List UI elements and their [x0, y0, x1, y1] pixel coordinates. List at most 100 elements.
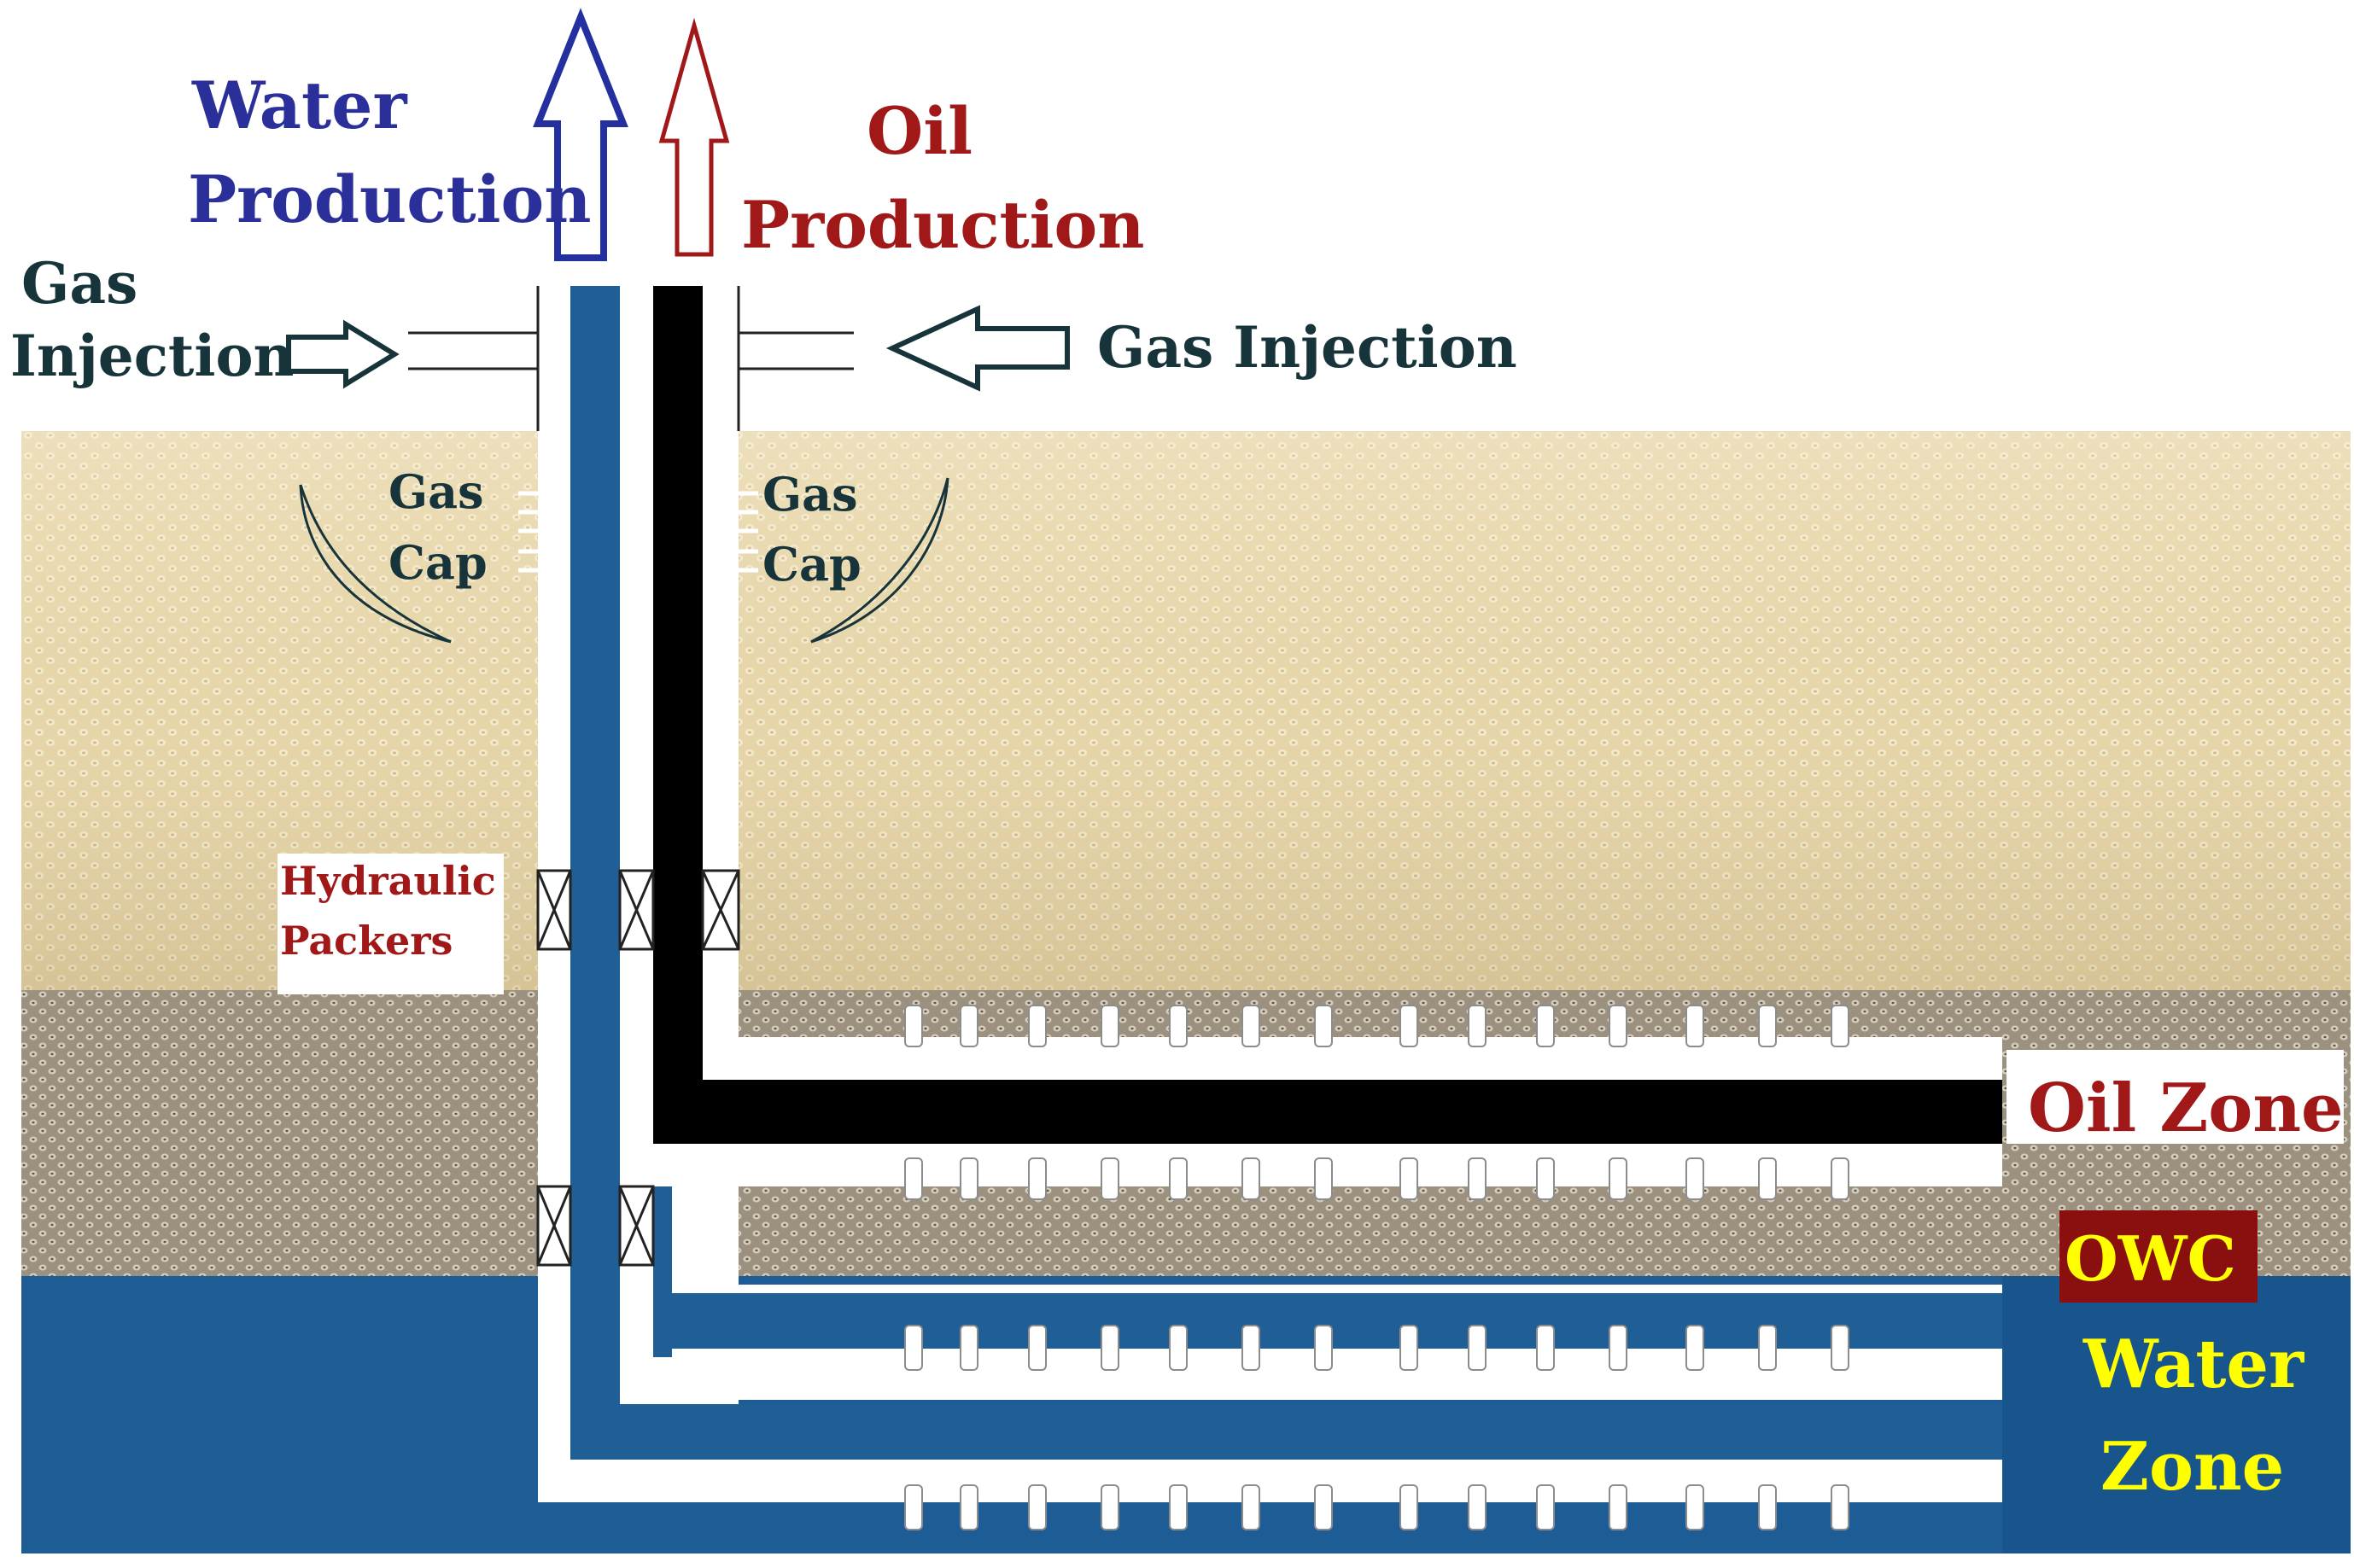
- gas-cap-right-label-line2: Cap: [762, 537, 862, 592]
- water-production-arrow: [533, 8, 628, 261]
- diagram-labels: Water Production Oil Production Gas Inje…: [10, 67, 2344, 1506]
- perforation-slot: [1685, 1484, 1704, 1530]
- perforation-slot: [1831, 1005, 1849, 1047]
- perforation-slot: [1609, 1484, 1627, 1530]
- water-pipe-vertical: [570, 286, 620, 1460]
- gas-injection-arrow-right: [885, 305, 1070, 392]
- gas-injection-left-label-line2: Injection: [10, 323, 294, 389]
- water-zone-right-band: [2002, 1276, 2351, 1553]
- lateral-perforations: [904, 1005, 1849, 1530]
- gas-injection-left-label-line1: Gas: [21, 250, 137, 317]
- packer: [536, 869, 572, 951]
- perforation-slot: [1685, 1325, 1704, 1371]
- perforation-slot: [1101, 1157, 1119, 1200]
- gas-injection-tubes: [408, 286, 854, 431]
- oil-production-label-line1: Oil: [867, 93, 973, 169]
- perforation-slot: [904, 1325, 923, 1371]
- perforation-slot: [904, 1484, 923, 1530]
- water-zone-label-line2: Zone: [2100, 1428, 2284, 1506]
- perforation-slot: [1609, 1157, 1627, 1200]
- oil-lateral: [653, 1080, 2002, 1144]
- perforation-slot: [1241, 1484, 1260, 1530]
- water-lateral-2: [570, 1404, 2002, 1460]
- water-production-label-line2: Production: [188, 161, 591, 237]
- perforation-slot: [1685, 1157, 1704, 1200]
- packer: [701, 869, 740, 951]
- oil-production-arrow: [658, 17, 730, 257]
- perforation-slot: [1028, 1157, 1047, 1200]
- owc-label: OWC: [2065, 1222, 2236, 1295]
- perforation-slot: [1536, 1484, 1555, 1530]
- gas-flow-curve-right-inner: [810, 477, 949, 644]
- perforation-slot: [1169, 1157, 1188, 1200]
- perforation-slot: [904, 1005, 923, 1047]
- casing-top-gap: [538, 282, 739, 435]
- gas-flow-curve-left-inner: [299, 484, 452, 644]
- oil-production-label-line2: Production: [741, 187, 1144, 263]
- perforation-slot: [1831, 1325, 1849, 1371]
- perforation-slot: [1241, 1157, 1260, 1200]
- packer: [618, 869, 655, 951]
- perforation-slot: [1685, 1005, 1704, 1047]
- perforation-slot: [960, 1484, 978, 1530]
- gas-cap-left-label-line1: Gas: [388, 464, 484, 519]
- water-production-label-line1: Water: [191, 67, 407, 143]
- oil-pipe-vertical: [653, 286, 703, 1144]
- perforation-slot: [960, 1005, 978, 1047]
- oil-production-pipe: [653, 286, 2002, 1144]
- perforation-slot: [1399, 1157, 1418, 1200]
- perforation-slot: [1536, 1157, 1555, 1200]
- perforation-slot: [1169, 1325, 1188, 1371]
- perforation-slot: [1399, 1484, 1418, 1530]
- gas-flow-curve-left: [299, 484, 452, 644]
- hydraulic-packers-label-line1: Hydraulic: [280, 858, 496, 904]
- perforation-slot: [1758, 1325, 1777, 1371]
- perforation-slot: [1609, 1325, 1627, 1371]
- packer: [618, 1185, 655, 1267]
- perforation-slot: [1468, 1005, 1487, 1047]
- gas-cap-right-label-line1: Gas: [762, 467, 858, 522]
- perforation-slot: [1314, 1484, 1333, 1530]
- perforation-slot: [1831, 1157, 1849, 1200]
- perforation-slot: [1468, 1325, 1487, 1371]
- oil-zone-label-bg: [2006, 1050, 2344, 1144]
- perforation-slot: [1399, 1325, 1418, 1371]
- perforation-slot: [960, 1325, 978, 1371]
- perforation-slot: [1758, 1157, 1777, 1200]
- perforation-slot: [1241, 1325, 1260, 1371]
- perforation-slot: [1758, 1484, 1777, 1530]
- perforation-slot: [1536, 1325, 1555, 1371]
- perforation-slot: [1758, 1005, 1777, 1047]
- perforation-slot: [1028, 1325, 1047, 1371]
- perforation-slot: [1241, 1005, 1260, 1047]
- perforation-slot: [1314, 1157, 1333, 1200]
- perforation-slot: [1609, 1005, 1627, 1047]
- perforation-slot: [1399, 1005, 1418, 1047]
- perforation-slot: [1468, 1484, 1487, 1530]
- gas-flow-curve-right: [810, 477, 949, 644]
- perforation-slot: [1101, 1484, 1119, 1530]
- gas-cap-left-label-line2: Cap: [388, 535, 488, 590]
- perforation-slot: [904, 1157, 923, 1200]
- perforation-slot: [1169, 1005, 1188, 1047]
- gas-injection-arrow-left: [286, 319, 400, 389]
- gas-cap-perforations: [518, 491, 758, 573]
- perforation-slot: [1831, 1484, 1849, 1530]
- perforation-slot: [1468, 1157, 1487, 1200]
- perforation-slot: [1536, 1005, 1555, 1047]
- gas-injection-right-label: Gas Injection: [1097, 314, 1517, 381]
- hydraulic-packers-label-bg: [277, 854, 504, 994]
- gas-flow-curves: [299, 477, 949, 644]
- packer: [536, 1185, 572, 1267]
- perforation-slot: [1314, 1325, 1333, 1371]
- perforation-slot: [1028, 1484, 1047, 1530]
- water-zone-label-line1: Water: [2082, 1326, 2304, 1403]
- perforation-slot: [960, 1157, 978, 1200]
- owc-label-bg: [2059, 1210, 2258, 1303]
- oil-zone-label: Oil Zone: [2028, 1070, 2344, 1147]
- perforation-slot: [1314, 1005, 1333, 1047]
- perforation-slot: [1101, 1005, 1119, 1047]
- perforation-slot: [1169, 1484, 1188, 1530]
- hydraulic-packers: [536, 869, 740, 1267]
